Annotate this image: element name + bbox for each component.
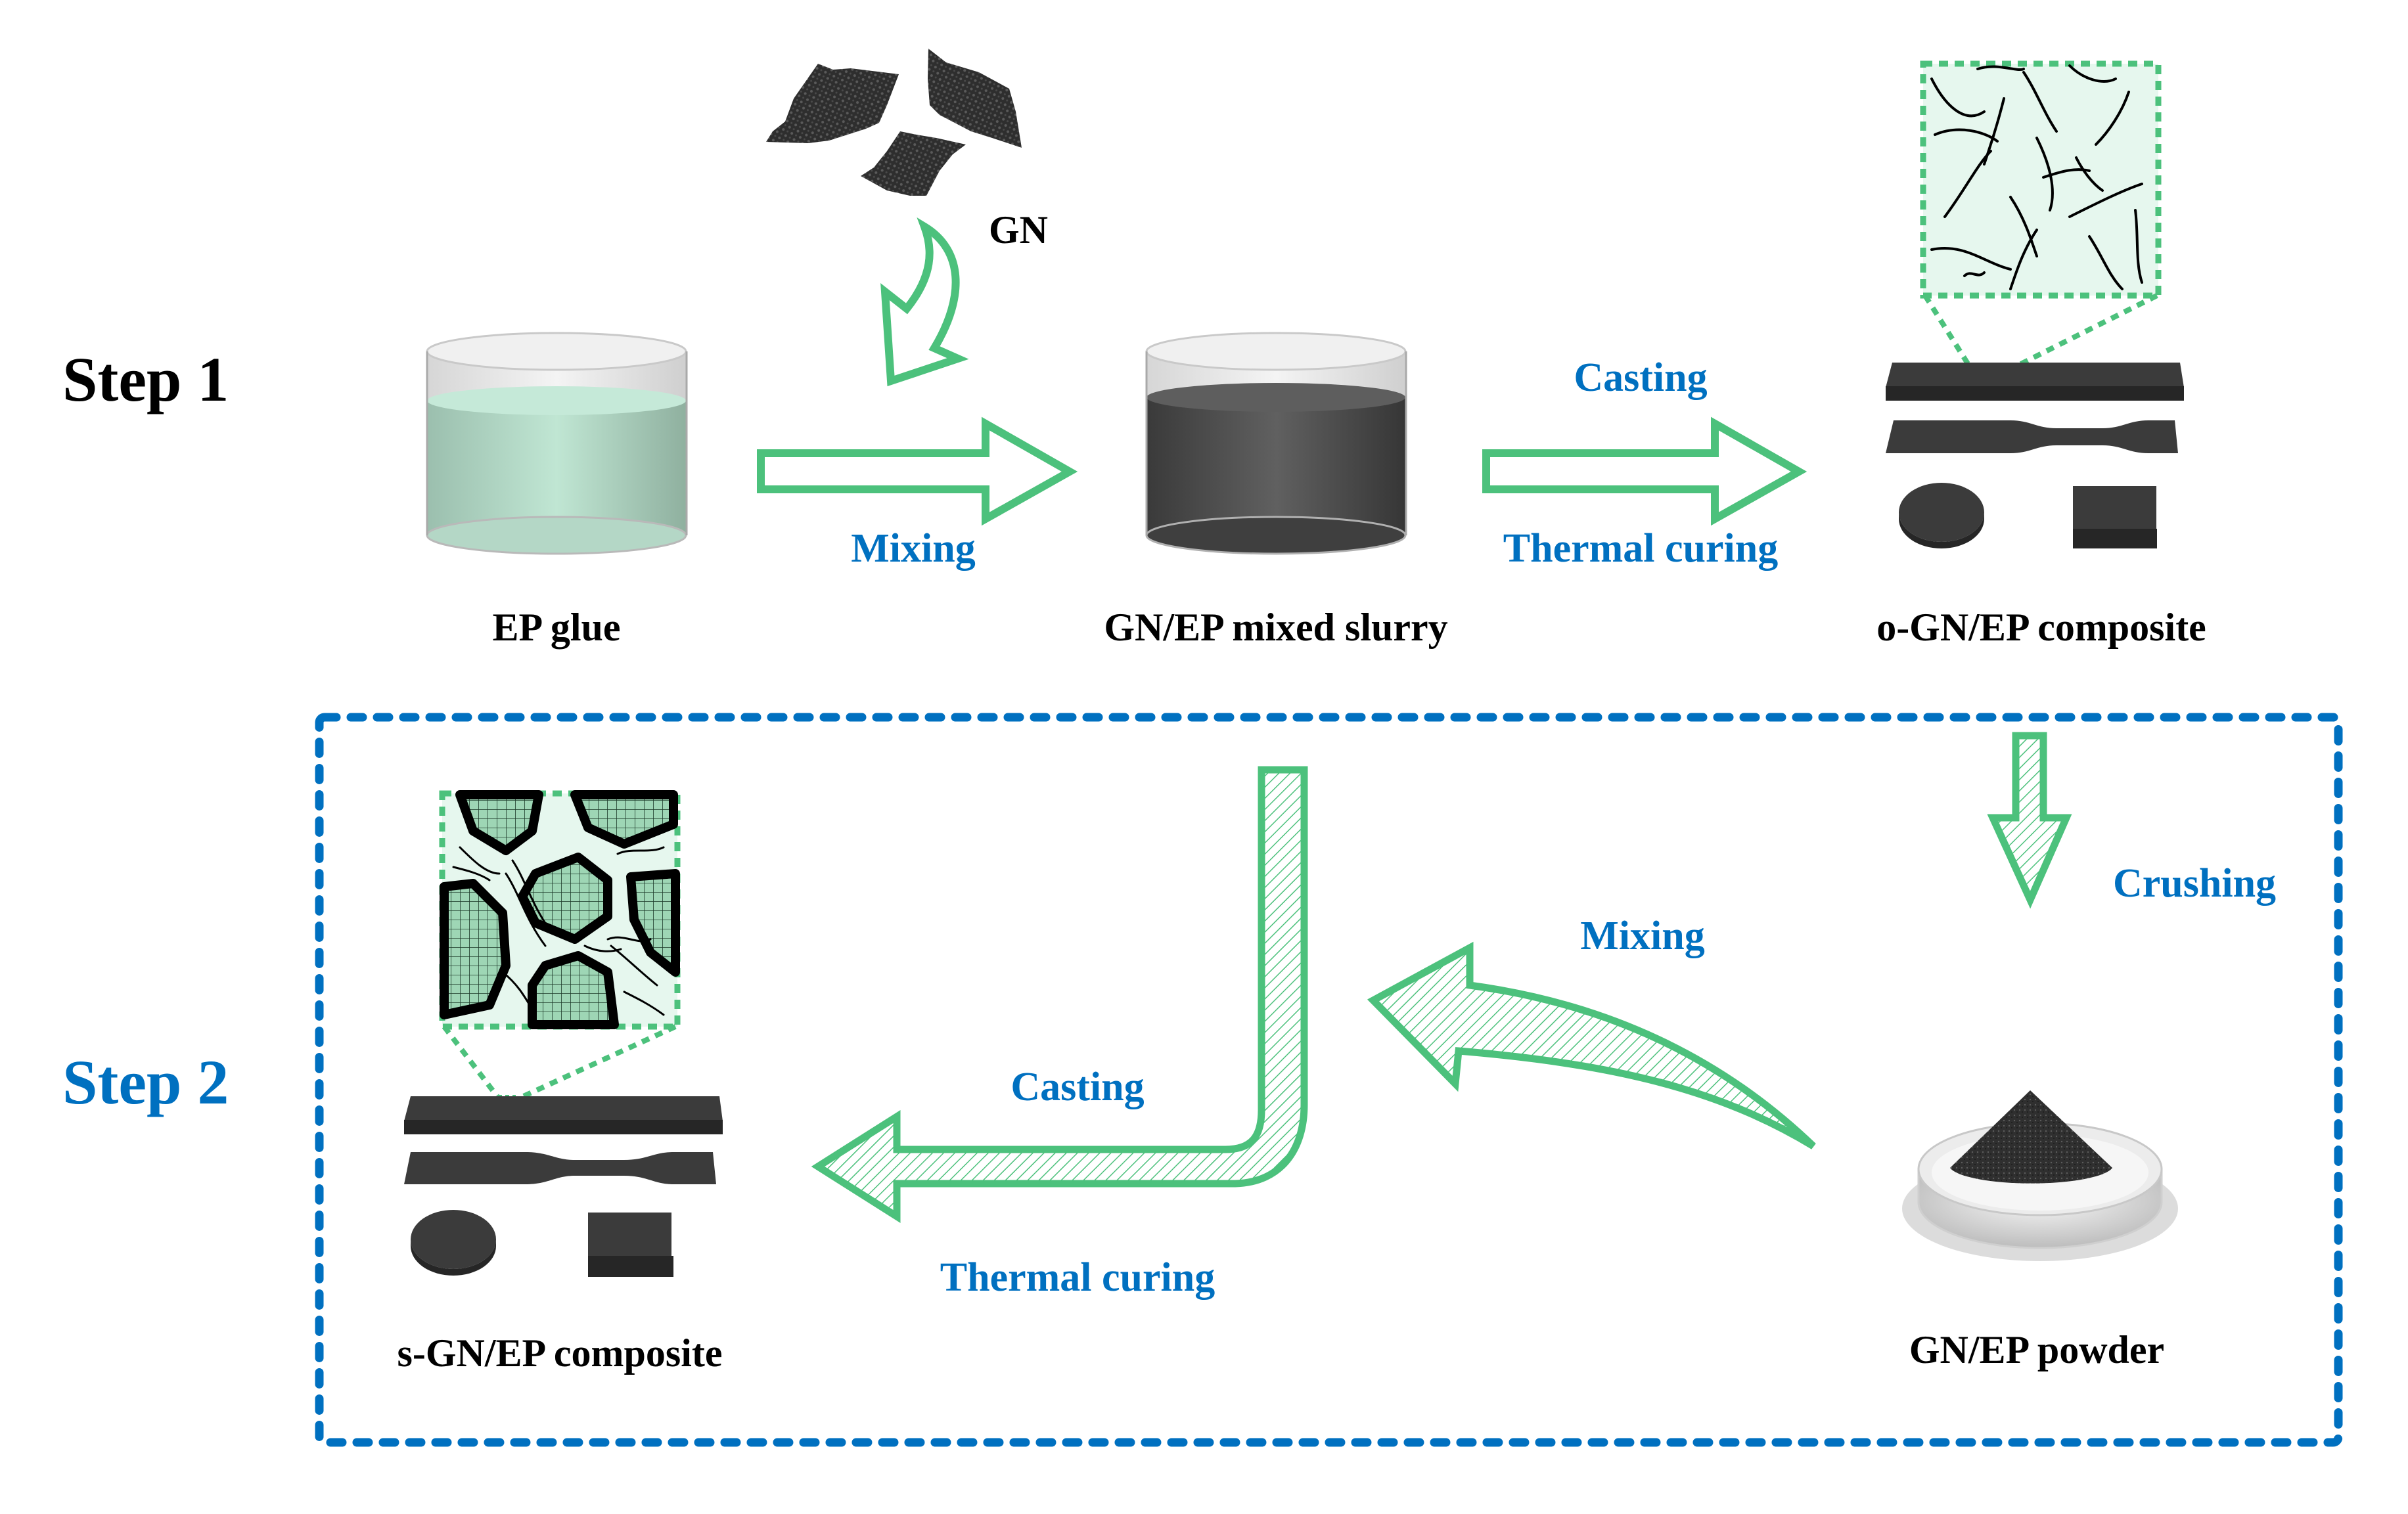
step2-title: Step 2 [62,1047,229,1117]
step1-title: Step 1 [62,344,229,414]
step2-crushing-label: Crushing [2113,861,2276,906]
gn-label: GN [989,208,1048,252]
slurry-label: GN/EP mixed slurry [1104,606,1447,649]
o-composite-samples-icon [1886,363,2184,548]
gn-ep-powder-dish-icon [1902,1090,2178,1261]
oriented-microstructure-inset [1920,60,2162,393]
slurry-beaker-icon [1145,332,1407,555]
step1-thermal-curing-label: Thermal curing [1503,526,1778,571]
step2-thermal-curing-label: Thermal curing [940,1255,1215,1300]
graphene-flakes-icon [766,49,1022,196]
ep-glue-label: EP glue [492,606,620,649]
curved-arrow-icon [880,217,969,387]
step2-mixing-label: Mixing [1580,914,1704,958]
step2-casting-arrow-icon [811,766,1308,1223]
s-composite-label: s-GN/EP composite [398,1331,723,1375]
step2-dashed-frame [315,713,2343,1447]
step1-mixing-label: Mixing [851,526,975,571]
o-composite-label: o-GN/EP composite [1876,606,2206,649]
casting-arrow-icon [1482,416,1807,526]
mixing-arrow-icon [757,416,1078,526]
step1-casting-label: Casting [1574,355,1707,400]
ep-glue-beaker-icon [426,332,688,555]
step2-casting-label: Casting [1011,1065,1144,1109]
s-composite-samples-icon [404,1096,723,1277]
step2-mixing-arrow-icon [1367,941,1816,1149]
segregated-microstructure-inset [439,790,681,1115]
crushing-arrow-icon [1987,732,2072,909]
powder-label: GN/EP powder [1909,1328,2164,1371]
